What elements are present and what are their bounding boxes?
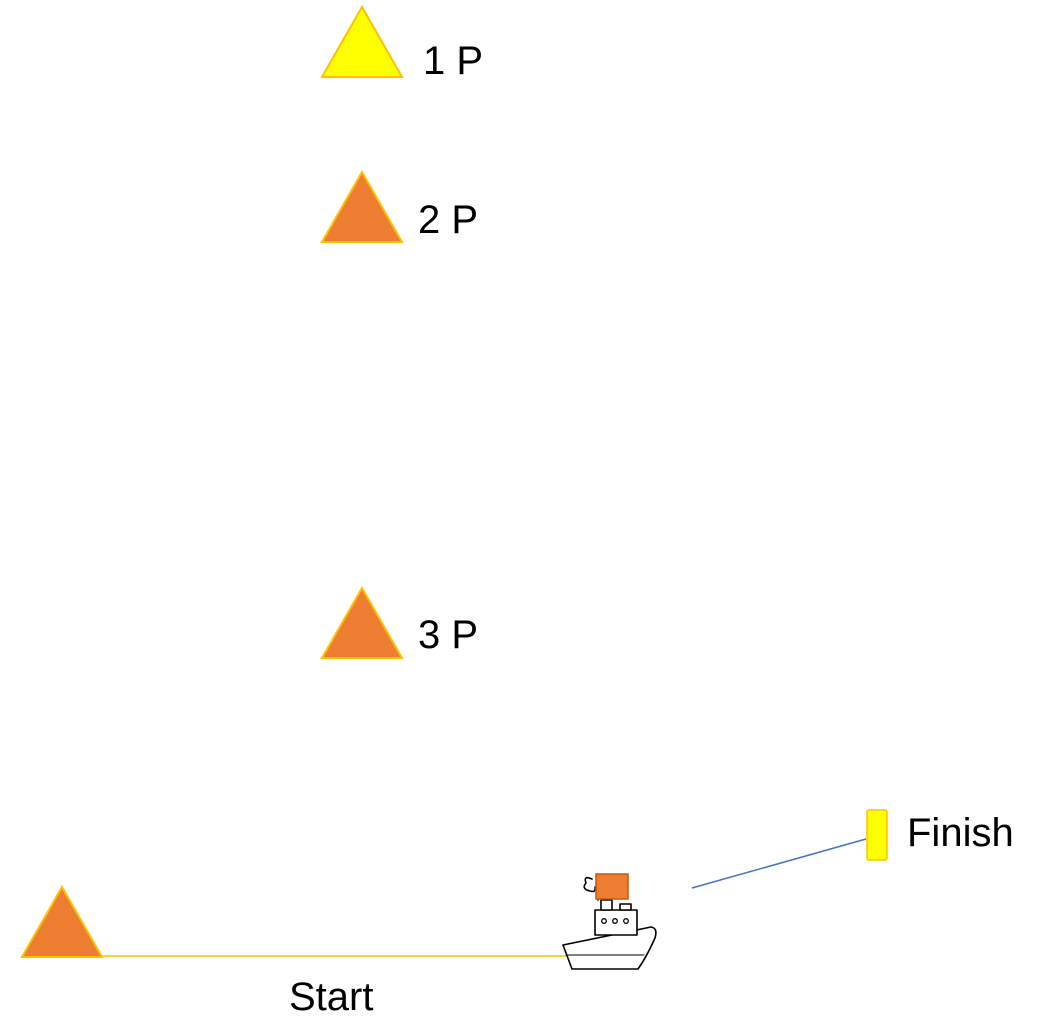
mark-2-label: 2 P xyxy=(418,198,479,242)
finish-mark xyxy=(866,809,888,861)
boat-icon xyxy=(562,876,657,970)
mark-1-label: 1 P xyxy=(423,39,484,83)
pin-end-triangle xyxy=(20,884,104,958)
mark-3-triangle xyxy=(320,585,404,659)
mark-3-label: 3 P xyxy=(418,613,479,657)
start-label: Start xyxy=(289,975,374,1019)
flag-icon xyxy=(595,873,629,900)
finish-label: Finish xyxy=(907,811,1014,855)
mark-1-triangle xyxy=(320,4,404,78)
finish-line xyxy=(691,838,867,889)
mark-2-triangle xyxy=(320,169,404,243)
